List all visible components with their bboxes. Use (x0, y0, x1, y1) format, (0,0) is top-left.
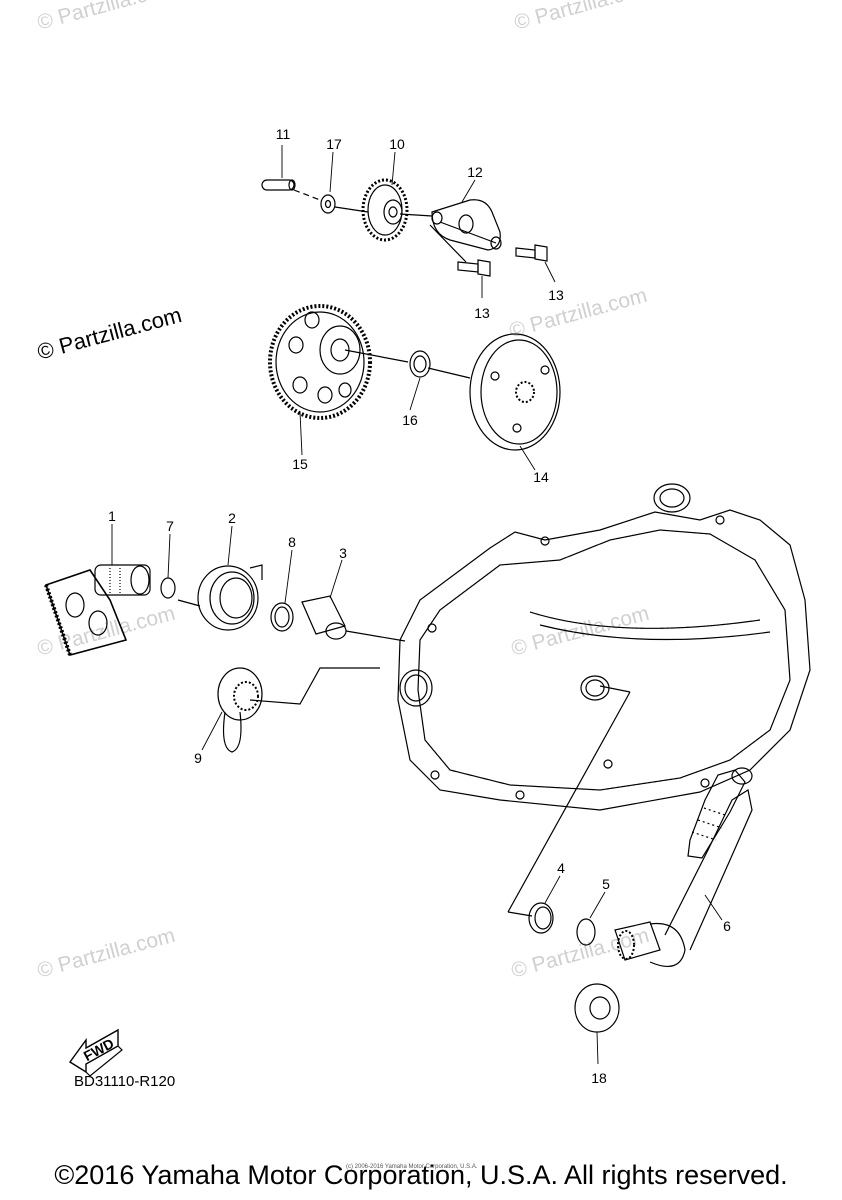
callout-9: 9 (194, 750, 202, 766)
callout-7: 7 (166, 518, 174, 534)
callout-18: 18 (591, 1070, 607, 1086)
kick-pinion-part-9[interactable] (217, 667, 263, 753)
kick-crank-part-6[interactable] (614, 767, 753, 968)
callout-10: 10 (389, 136, 405, 152)
leader-lines (111, 145, 723, 1065)
callout-14: 14 (533, 469, 549, 485)
bolt-part-13[interactable] (515, 244, 548, 262)
callout-6: 6 (723, 918, 731, 934)
callout-15: 15 (292, 456, 308, 472)
callout-13: 13 (548, 287, 564, 303)
callout-12: 12 (467, 164, 483, 180)
callout-17: 17 (326, 136, 342, 152)
washer-part-8[interactable] (270, 602, 294, 632)
callout-11: 11 (276, 126, 291, 142)
callout-13: 13 (474, 305, 490, 321)
bolt-part-13[interactable] (457, 259, 491, 277)
forward-arrow-icon: FWD (68, 1028, 123, 1077)
collar-part-3[interactable] (301, 595, 347, 640)
crankcase-cover (397, 483, 811, 811)
callout-16: 16 (402, 412, 418, 428)
one-way-clutch-part-14[interactable] (469, 333, 561, 451)
callout-1: 1 (108, 508, 116, 524)
bushing-part-16[interactable] (409, 350, 431, 378)
pin-part-11[interactable] (261, 179, 296, 191)
washer-part-17[interactable] (320, 194, 336, 214)
kick-spring-part-2[interactable] (197, 564, 263, 631)
oil-seal-part-4[interactable] (528, 902, 554, 934)
plate-part-12[interactable] (431, 199, 502, 251)
callout-4: 4 (557, 860, 565, 876)
callout-8: 8 (288, 534, 296, 550)
tiny-copyright: (c) 2006-2016 Yamaha Motor Corporation, … (346, 1164, 478, 1170)
callout-5: 5 (602, 876, 610, 892)
circlip-part-7[interactable] (160, 577, 176, 599)
callout-2: 2 (228, 510, 236, 526)
cap-part-18[interactable] (574, 983, 620, 1033)
gear-part-10[interactable] (361, 178, 409, 242)
kick-axle-part-1[interactable] (44, 564, 151, 656)
circlip-part-5[interactable] (576, 918, 596, 946)
callout-3: 3 (339, 545, 347, 561)
starter-wheel-gear-part-15[interactable] (268, 304, 372, 420)
diagram-code: BD31110-R120 (74, 1073, 176, 1090)
copyright-footer: ©2016 Yamaha Motor Corporation, U.S.A. A… (54, 1160, 788, 1190)
